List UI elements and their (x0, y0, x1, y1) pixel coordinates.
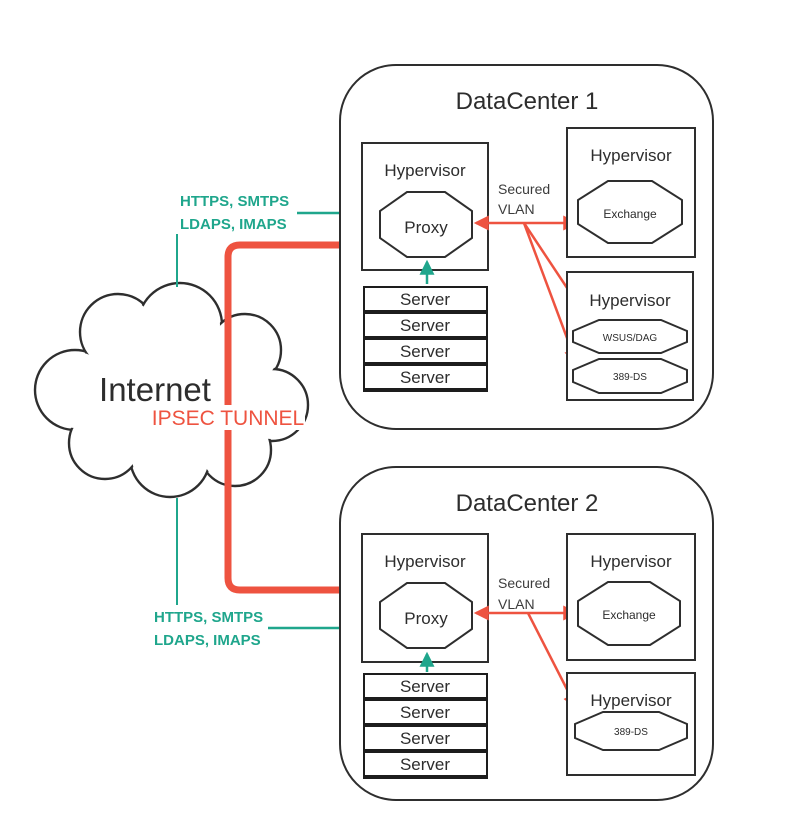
datacenter-2-title: DataCenter 2 (456, 490, 599, 517)
dc1-server-row-2 (365, 314, 486, 336)
dc2-vlan-line1: Secured (498, 575, 550, 591)
tunnel-label-backdrop (151, 405, 305, 430)
dc1-wsus-label: WSUS/DAG (603, 333, 658, 344)
dc2-services-hypervisor: Hypervisor 389-DS (566, 672, 696, 776)
dc2-server-label-4: Server (400, 755, 450, 774)
dc1-exchange-hypervisor-title: Hypervisor (590, 146, 672, 165)
dc2-server-row-3 (365, 727, 486, 749)
dc2-vlan-line2: VLAN (498, 596, 535, 612)
dc1-server-stack: Server Server Server Server (363, 286, 488, 392)
dc2-server-row-4 (365, 753, 486, 775)
internet-label: Internet (99, 371, 211, 408)
datacenter-1-title: DataCenter 1 (456, 88, 599, 115)
dc1-services-hypervisor-title: Hypervisor (589, 291, 671, 310)
dc2-server-row-1 (365, 675, 486, 697)
protocols-bottom-line1: HTTPS, SMTPS (154, 609, 263, 626)
dc1-server-label-2: Server (400, 316, 450, 335)
dc1-389ds-label: 389-DS (613, 372, 647, 383)
dc1-exchange-label: Exchange (603, 207, 657, 221)
dc1-389ds-node-icon (572, 358, 688, 394)
dc2-server-label-2: Server (400, 703, 450, 722)
dc1-services-hypervisor: Hypervisor WSUS/DAG 389-DS (566, 271, 694, 401)
dc2-389ds-node-icon (574, 711, 688, 751)
dc1-exchange-hypervisor: Hypervisor Exchange (566, 127, 696, 258)
dc2-proxy-hypervisor-title: Hypervisor (384, 552, 466, 571)
dc1-proxy-node-icon (379, 191, 473, 258)
internet-cloud: Internet (33, 281, 310, 499)
dc2-389ds-label: 389-DS (614, 727, 648, 738)
dc2-exchange-label: Exchange (602, 608, 656, 622)
dc1-proxy-hypervisor: Hypervisor Proxy (361, 142, 489, 271)
dc1-server-label-4: Server (400, 368, 450, 387)
dc1-vlan-line1: Secured (498, 181, 550, 197)
dc2-proxy-label: Proxy (404, 609, 448, 628)
dc2-services-hypervisor-title: Hypervisor (590, 691, 672, 710)
dc2-exchange-node-icon (577, 581, 681, 646)
dc1-server-label-1: Server (400, 290, 450, 309)
protocols-top-line2: LDAPS, IMAPS (180, 216, 287, 233)
dc2-exchange-hypervisor-title: Hypervisor (590, 552, 672, 571)
protocols-bottom-line2: LDAPS, IMAPS (154, 632, 261, 649)
dc1-exchange-node-icon (577, 180, 683, 244)
dc2-server-stack: Server Server Server Server (363, 673, 488, 779)
dc1-vlan-line2: VLAN (498, 201, 535, 217)
datacenter-2: DataCenter 2 Hypervisor Proxy Secured VL… (339, 466, 714, 801)
dc1-vlan-label: Secured VLAN (498, 181, 550, 217)
datacenter-1: DataCenter 1 Hypervisor Proxy Secured VL… (339, 64, 714, 430)
dc1-proxy-hypervisor-title: Hypervisor (384, 161, 466, 180)
dc1-wsus-node-icon (572, 319, 688, 354)
dc2-proxy-node-icon (379, 582, 473, 649)
protocols-label-top: HTTPS, SMTPS LDAPS, IMAPS (176, 193, 380, 287)
ipsec-tunnel-label: IPSEC TUNNEL (152, 407, 305, 430)
dc1-server-row-1 (365, 288, 486, 310)
dc2-proxy-hypervisor: Hypervisor Proxy (361, 533, 489, 663)
dc2-server-label-1: Server (400, 677, 450, 696)
dc2-server-label-3: Server (400, 729, 450, 748)
dc2-exchange-hypervisor: Hypervisor Exchange (566, 533, 696, 661)
dc1-proxy-label: Proxy (404, 218, 448, 237)
dc1-server-label-3: Server (400, 342, 450, 361)
dc1-server-row-4 (365, 366, 486, 388)
dc1-server-row-3 (365, 340, 486, 362)
dc2-server-row-2 (365, 701, 486, 723)
protocols-top-line1: HTTPS, SMTPS (180, 193, 289, 210)
protocols-label-bottom: HTTPS, SMTPS LDAPS, IMAPS (154, 498, 378, 649)
